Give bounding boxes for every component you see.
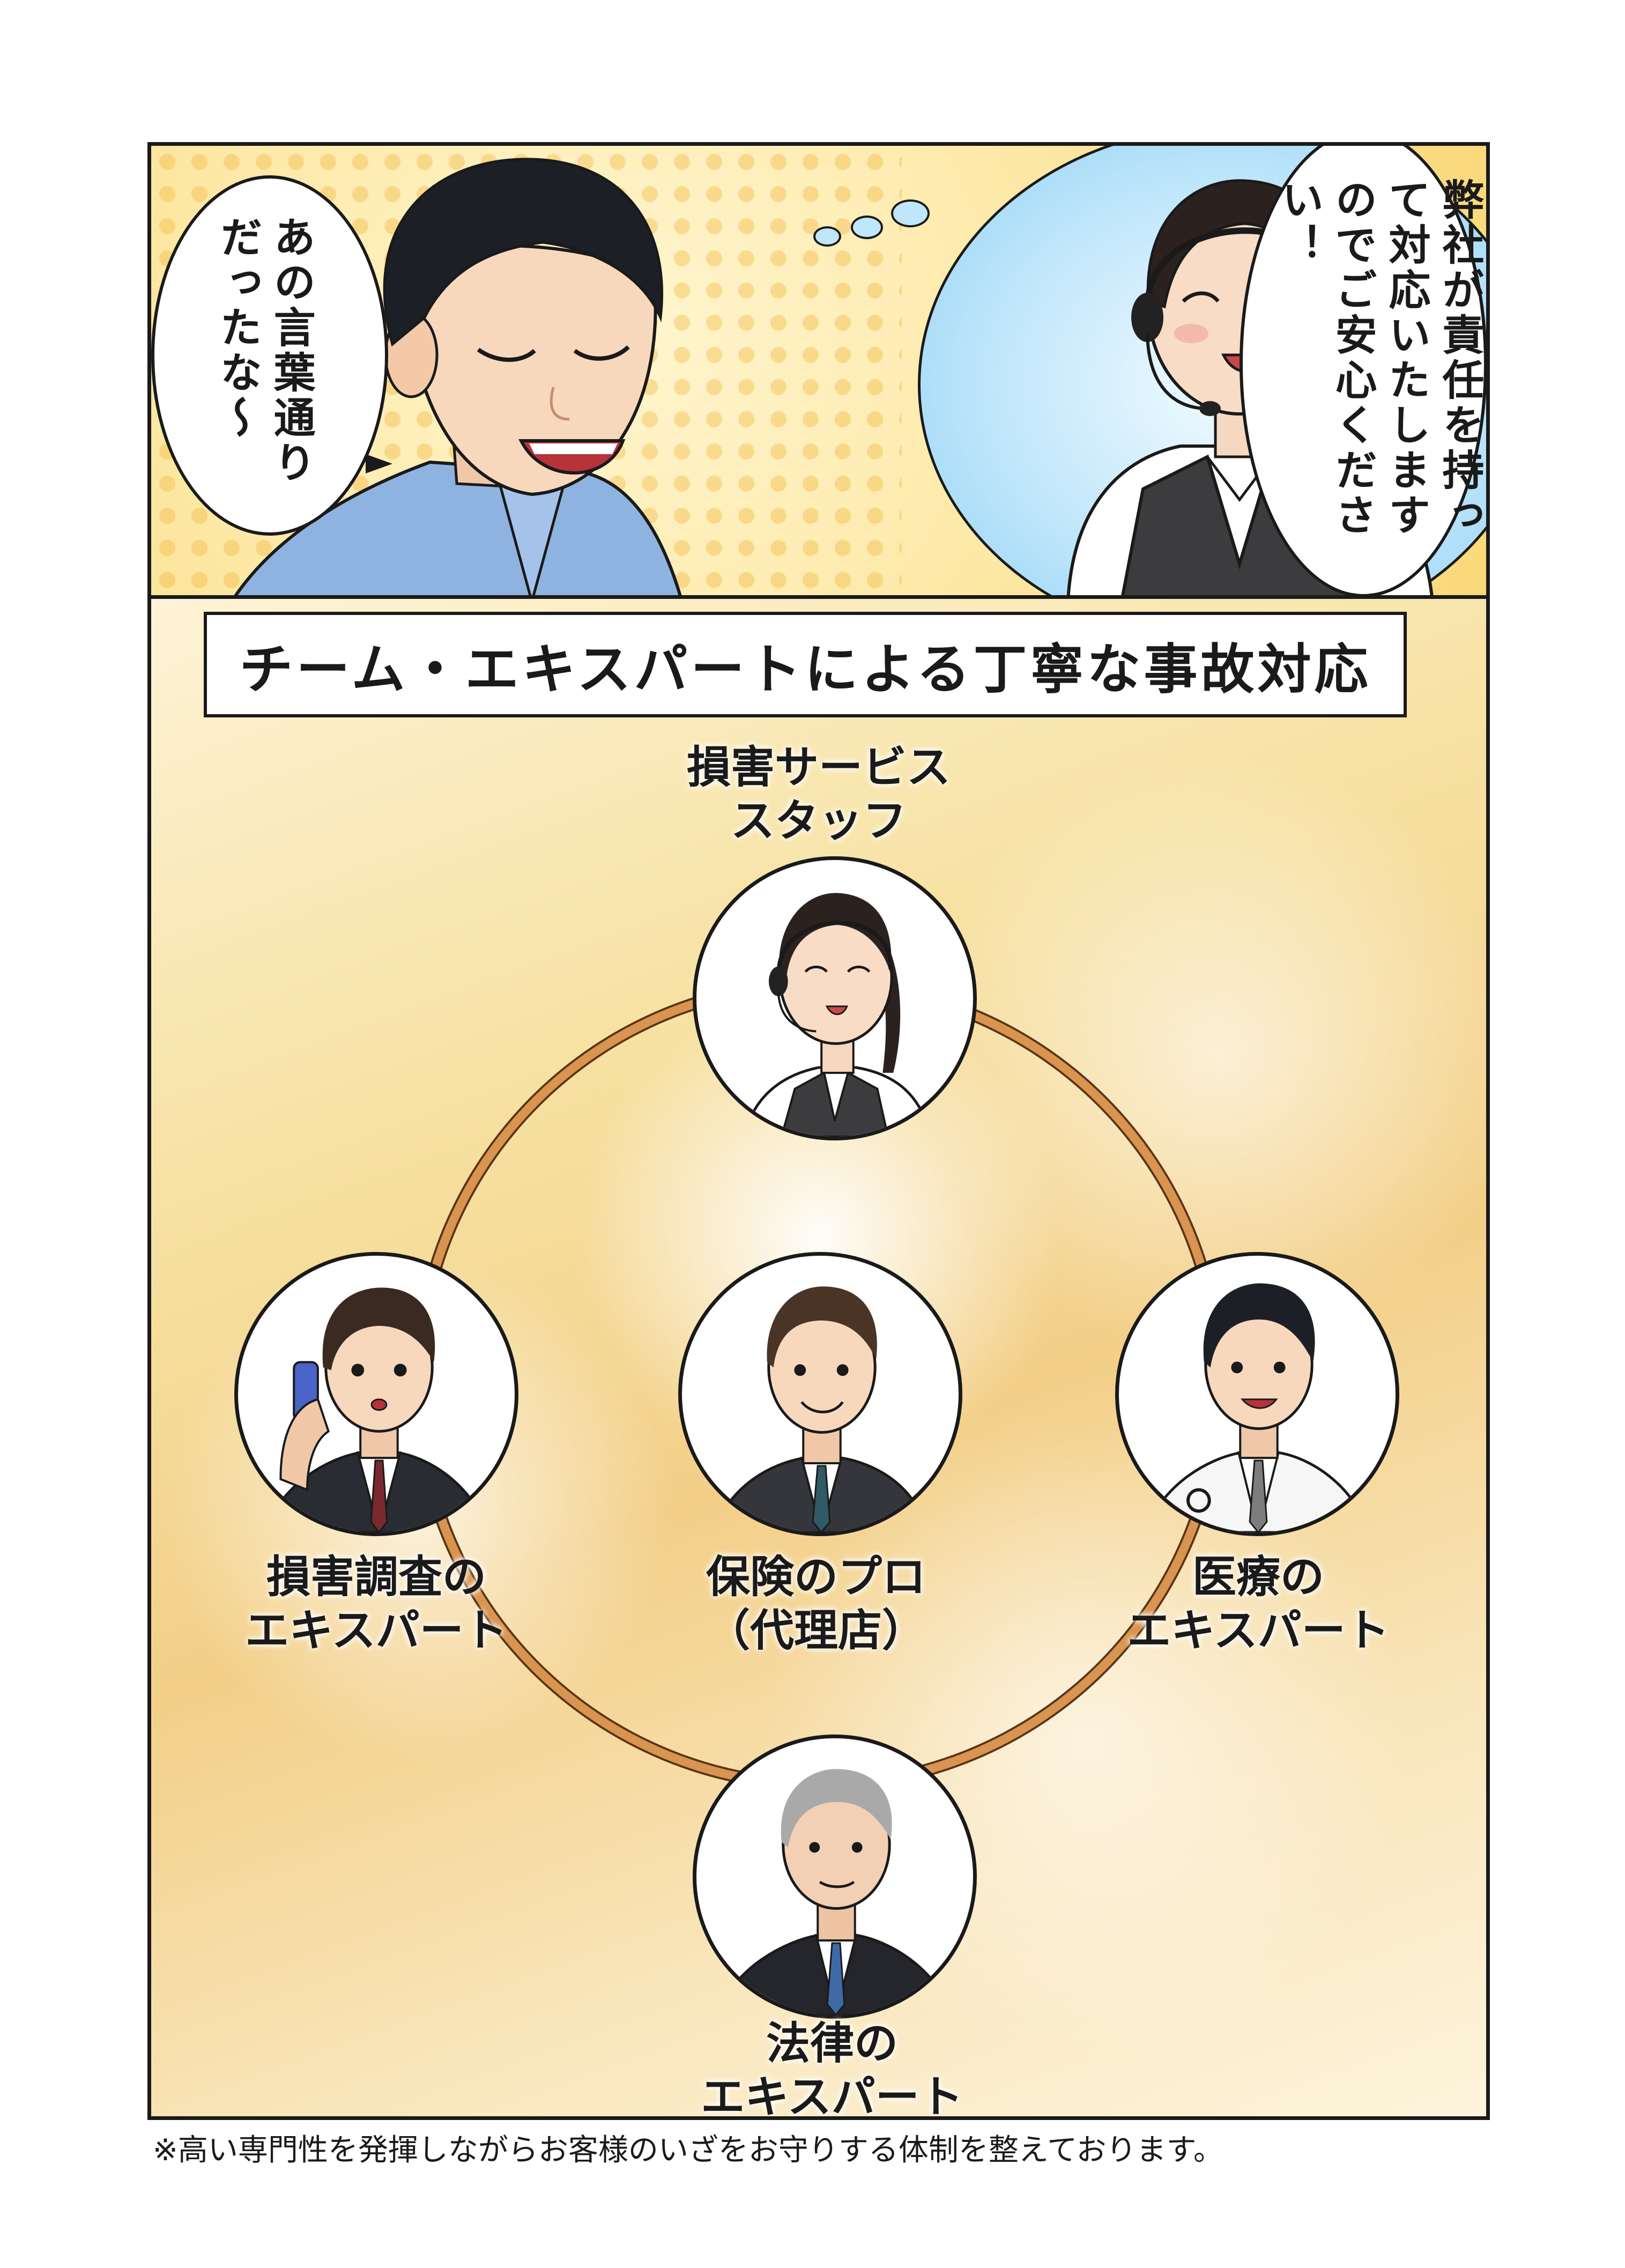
man-speech-text: あの言葉通りだったな〜: [213, 216, 315, 486]
role-label-damage-service-staff: 損害サービス スタッフ: [686, 742, 951, 847]
thought-dot-1: [813, 226, 841, 247]
role-label-insurance-pro: 保険のプロ （代理店）: [706, 1552, 926, 1657]
role-label-damage-investigation-expert: 損害調査の エキスパート: [245, 1552, 508, 1657]
panel-title: チーム・エキスパートによる丁寧な事故対応: [239, 638, 1371, 701]
thought-dot-3: [891, 199, 930, 227]
avatar-damage-investigation-expert: [234, 1252, 518, 1536]
role-label-legal-expert: 法律の エキスパート: [701, 2018, 963, 2120]
thought-dot-2: [851, 216, 883, 239]
avatar-legal-expert: [693, 1735, 977, 2019]
top-comic-panel: あの言葉通りだったな〜 弊社が責任を持って対応いたしますのでご安心ください！: [147, 142, 1490, 603]
bottom-diagram-panel: チーム・エキスパートによる丁寧な事故対応 損害サービス スタッフ: [147, 595, 1490, 2120]
avatar-insurance-pro-agent: [678, 1252, 962, 1536]
man-speech-bubble: [151, 175, 388, 536]
footnote: ※高い専門性を発揮しながらお客様のいざをお守りする体制を整えております。: [153, 2133, 1223, 2168]
operator-speech-text: 弊社が責任を持って対応いたしますのでご安心ください！: [1274, 178, 1484, 538]
operator-speech-bubble: [1240, 146, 1486, 597]
role-label-medical-expert: 医療の エキスパート: [1127, 1552, 1390, 1657]
avatar-damage-service-staff: [693, 856, 977, 1140]
title-box: チーム・エキスパートによる丁寧な事故対応: [204, 612, 1407, 717]
avatar-medical-expert: [1115, 1252, 1399, 1536]
man-speech-tail: [366, 454, 392, 473]
smiling-man-illustration: [231, 158, 683, 599]
